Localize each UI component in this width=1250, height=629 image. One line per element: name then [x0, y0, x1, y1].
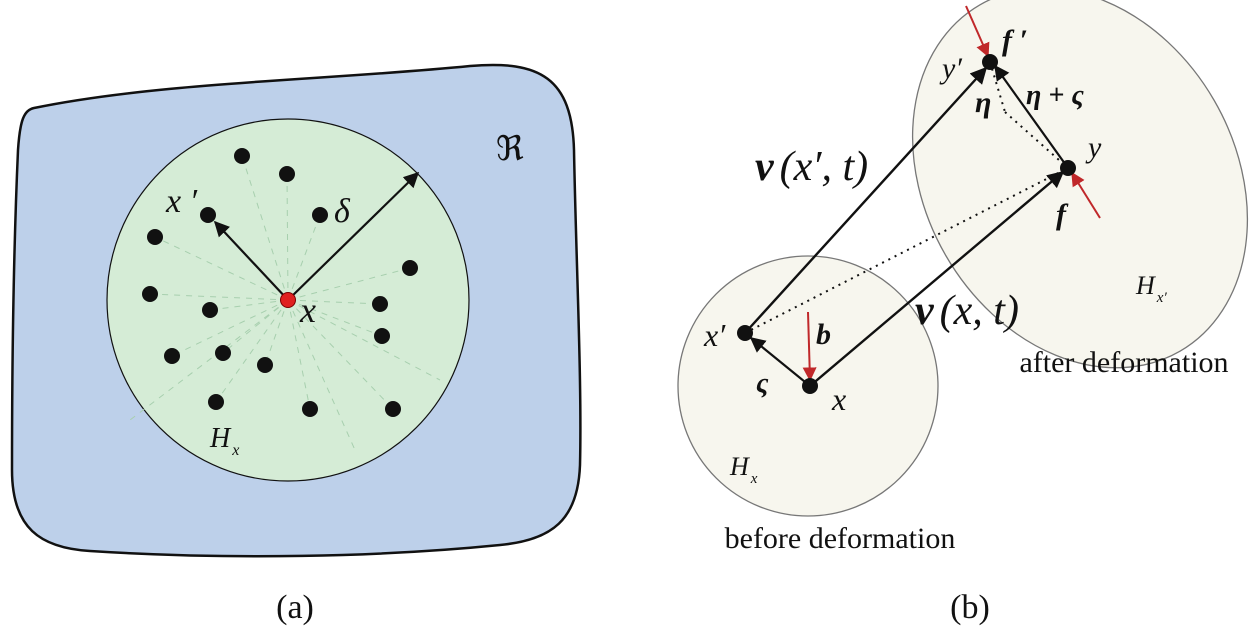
material-points: [142, 148, 418, 417]
caption-a: (a): [276, 589, 314, 626]
material-point: [302, 401, 318, 417]
label-delta: δ: [334, 193, 351, 230]
label-x-prime: x′: [703, 317, 726, 353]
label-y: y: [1085, 131, 1102, 164]
point-x: [802, 378, 818, 394]
force-arrow-f: [1071, 171, 1101, 219]
caption-b: (b): [950, 589, 990, 626]
material-point: [215, 345, 231, 361]
material-point: [312, 207, 328, 223]
dotted-line-xprime-to-y: [744, 167, 1069, 334]
material-point: [202, 302, 218, 318]
label-f-prime: f ′: [1002, 24, 1028, 57]
bond-arrow-x-to-xprime: [213, 220, 289, 301]
point-y: [1060, 160, 1076, 176]
material-point: [234, 148, 250, 164]
material-point: [374, 328, 390, 344]
dotted-line-yprime-to-ref: [989, 61, 1006, 113]
force-arrow-f-prime: [965, 5, 990, 58]
label-x: x: [299, 290, 316, 330]
label-x-prime: x ′: [165, 183, 198, 220]
material-point: [279, 166, 295, 182]
label-v-xprime-t: v(x′, t): [755, 144, 868, 190]
material-point: [208, 394, 224, 410]
point-y-prime: [982, 54, 998, 70]
arrow-eta-zeta: [994, 64, 1069, 169]
material-point: [385, 401, 401, 417]
label-eta-plus-zeta: η + ς: [1026, 80, 1084, 111]
panel-b: x x′ y y′ b f f ′ η η + ς ς v(x′, t) v(x…: [677, 0, 1249, 626]
material-point: [200, 207, 216, 223]
label-eta: η: [975, 86, 991, 119]
material-point: [402, 260, 418, 276]
arrow-zeta: [749, 337, 811, 387]
body-force-arrow: [802, 311, 817, 382]
caption-after-deformation: after deformation: [1019, 346, 1228, 379]
label-x: x: [831, 381, 846, 417]
caption-before-deformation: before deformation: [725, 522, 956, 555]
region-label: ℜ: [496, 131, 524, 168]
center-point-x: [280, 292, 296, 308]
point-x-prime: [737, 325, 753, 341]
label-v-x-t: v(x, t): [915, 288, 1019, 334]
dotted-line-ref-to-y: [1004, 111, 1069, 169]
label-b: b: [816, 318, 831, 351]
material-point: [142, 286, 158, 302]
material-point: [372, 296, 388, 312]
label-y-prime: y′: [939, 52, 962, 85]
material-point: [147, 229, 163, 245]
arrow-v-xprime: [744, 66, 988, 334]
label-zeta: ς: [756, 368, 769, 399]
material-point: [257, 357, 273, 373]
arrow-v-x: [809, 170, 1065, 387]
material-point: [164, 348, 180, 364]
label-f: f: [1056, 198, 1069, 231]
horizon-radius-arrow: [287, 171, 420, 301]
